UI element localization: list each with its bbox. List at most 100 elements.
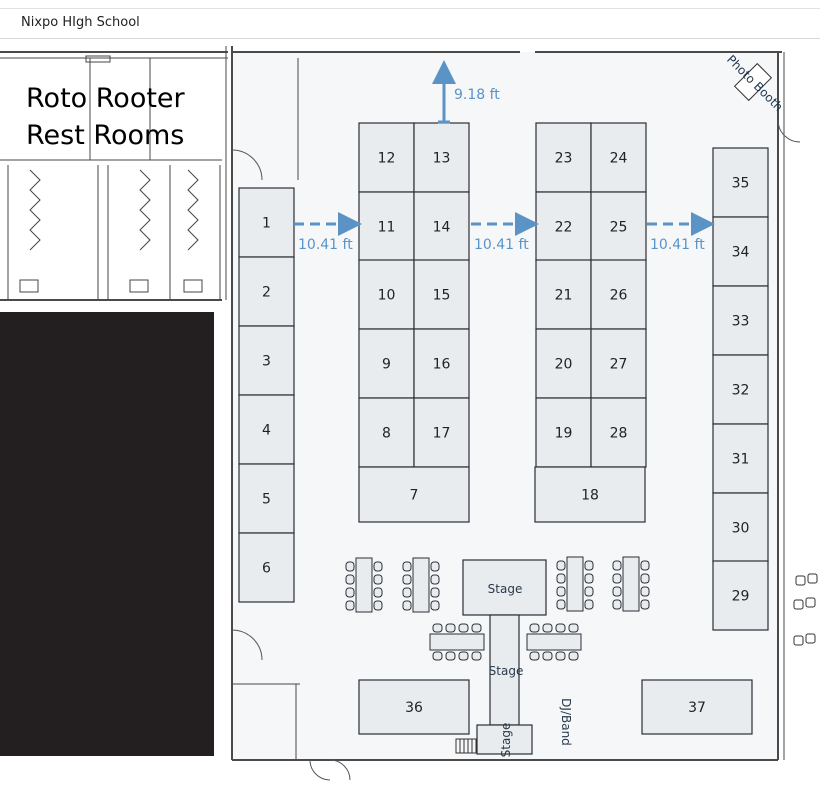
booth-number: 25	[610, 220, 628, 236]
booth-number: 11	[378, 220, 396, 236]
booth-1[interactable]: 1	[238, 187, 295, 258]
booth-16[interactable]: 16	[413, 328, 470, 399]
doors	[231, 119, 801, 781]
stage-steps-icon	[455, 738, 477, 754]
booth-7[interactable]: 7	[358, 466, 470, 523]
booth-37[interactable]: 37	[641, 679, 753, 735]
booth-21[interactable]: 21	[535, 259, 592, 330]
booth-24[interactable]: 24	[590, 122, 647, 193]
booth-15[interactable]: 15	[413, 259, 470, 330]
booth-layout: 1234561211109813141516177232221201924252…	[238, 122, 769, 735]
booth-17[interactable]: 17	[413, 397, 470, 468]
booth-29[interactable]: 29	[712, 560, 769, 631]
booth-22[interactable]: 22	[535, 191, 592, 262]
restroom-title-line2: Rest Rooms	[26, 120, 184, 151]
booth-number: 28	[610, 426, 628, 442]
floor-plan: Roto Rooter Rest Rooms 12345612111098131…	[0, 46, 818, 781]
booth-number: 29	[732, 589, 750, 605]
page-title: Nixpo HIgh School	[21, 15, 140, 30]
booth-number: 15	[433, 288, 451, 304]
booth-13[interactable]: 13	[413, 122, 470, 193]
measurement-arrows	[294, 60, 715, 236]
booth-number: 31	[732, 452, 750, 468]
stage-end[interactable]	[476, 724, 533, 755]
booth-number: 3	[262, 354, 271, 370]
booth-9[interactable]: 9	[358, 328, 415, 399]
booth-number: 37	[688, 700, 706, 716]
booth-number: 20	[555, 357, 573, 373]
booth-number: 12	[378, 151, 396, 167]
stage-main[interactable]	[462, 559, 547, 616]
booth-number: 23	[555, 151, 573, 167]
booth-4[interactable]: 4	[238, 394, 295, 465]
booth-number: 4	[262, 423, 271, 439]
booth-8[interactable]: 8	[358, 397, 415, 468]
booth-19[interactable]: 19	[535, 397, 592, 468]
booth-33[interactable]: 33	[712, 285, 769, 356]
booth-number: 19	[555, 426, 573, 442]
booth-18[interactable]: 18	[534, 466, 646, 523]
booth-number: 10	[378, 288, 396, 304]
booth-28[interactable]: 28	[590, 397, 647, 468]
booth-34[interactable]: 34	[712, 216, 769, 287]
booth-11[interactable]: 11	[358, 191, 415, 262]
booth-27[interactable]: 27	[590, 328, 647, 399]
dark-block	[0, 312, 214, 756]
booth-20[interactable]: 20	[535, 328, 592, 399]
booth-number: 26	[610, 288, 628, 304]
booth-23[interactable]: 23	[535, 122, 592, 193]
booth-30[interactable]: 30	[712, 492, 769, 563]
booth-2[interactable]: 2	[238, 256, 295, 327]
booth-36[interactable]: 36	[358, 679, 470, 735]
booth-number: 9	[382, 357, 391, 373]
seating-tables	[345, 556, 650, 661]
restroom-stalls	[7, 55, 221, 300]
seating-table[interactable]	[612, 556, 650, 612]
booth-number: 32	[732, 383, 750, 399]
measurement-gap-3: 10.41 ft	[650, 237, 705, 253]
booth-number: 21	[555, 288, 573, 304]
booth-number: 7	[410, 488, 419, 504]
seating-table[interactable]	[402, 557, 440, 613]
booth-number: 27	[610, 357, 628, 373]
booth-number: 22	[555, 220, 573, 236]
booth-26[interactable]: 26	[590, 259, 647, 330]
measurement-top: 9.18 ft	[454, 87, 500, 103]
booth-3[interactable]: 3	[238, 325, 295, 396]
booth-number: 18	[581, 488, 599, 504]
booth-31[interactable]: 31	[712, 423, 769, 494]
seating-table[interactable]	[526, 623, 582, 661]
booth-6[interactable]: 6	[238, 532, 295, 603]
walls	[0, 46, 785, 761]
booth-number: 16	[433, 357, 451, 373]
booth-10[interactable]: 10	[358, 259, 415, 330]
booth-number: 35	[732, 176, 750, 192]
booth-number: 34	[732, 245, 750, 261]
booth-number: 33	[732, 314, 750, 330]
dj-band-label: DJ/Band	[559, 698, 573, 746]
outside-chairs-icon	[793, 573, 818, 646]
booth-number: 5	[262, 492, 271, 508]
booth-14[interactable]: 14	[413, 191, 470, 262]
measurement-gap-2: 10.41 ft	[474, 237, 529, 253]
booth-number: 36	[405, 700, 423, 716]
booth-32[interactable]: 32	[712, 354, 769, 425]
restroom-title-line1: Roto Rooter	[26, 83, 186, 114]
booth-number: 30	[732, 521, 750, 537]
booth-12[interactable]: 12	[358, 122, 415, 193]
stage-end-label: Stage	[499, 723, 513, 758]
seating-table[interactable]	[429, 623, 485, 661]
seating-table[interactable]	[345, 557, 383, 613]
booth-number: 8	[382, 426, 391, 442]
booth-5[interactable]: 5	[238, 463, 295, 534]
booth-number: 1	[262, 216, 271, 232]
booth-35[interactable]: 35	[712, 147, 769, 218]
booth-number: 13	[433, 151, 451, 167]
booth-number: 17	[433, 426, 451, 442]
booth-25[interactable]: 25	[590, 191, 647, 262]
seating-table[interactable]	[556, 556, 594, 612]
booth-number: 2	[262, 285, 271, 301]
stage-main-label: Stage	[488, 582, 523, 596]
booth-number: 24	[610, 151, 628, 167]
booth-number: 14	[433, 220, 451, 236]
